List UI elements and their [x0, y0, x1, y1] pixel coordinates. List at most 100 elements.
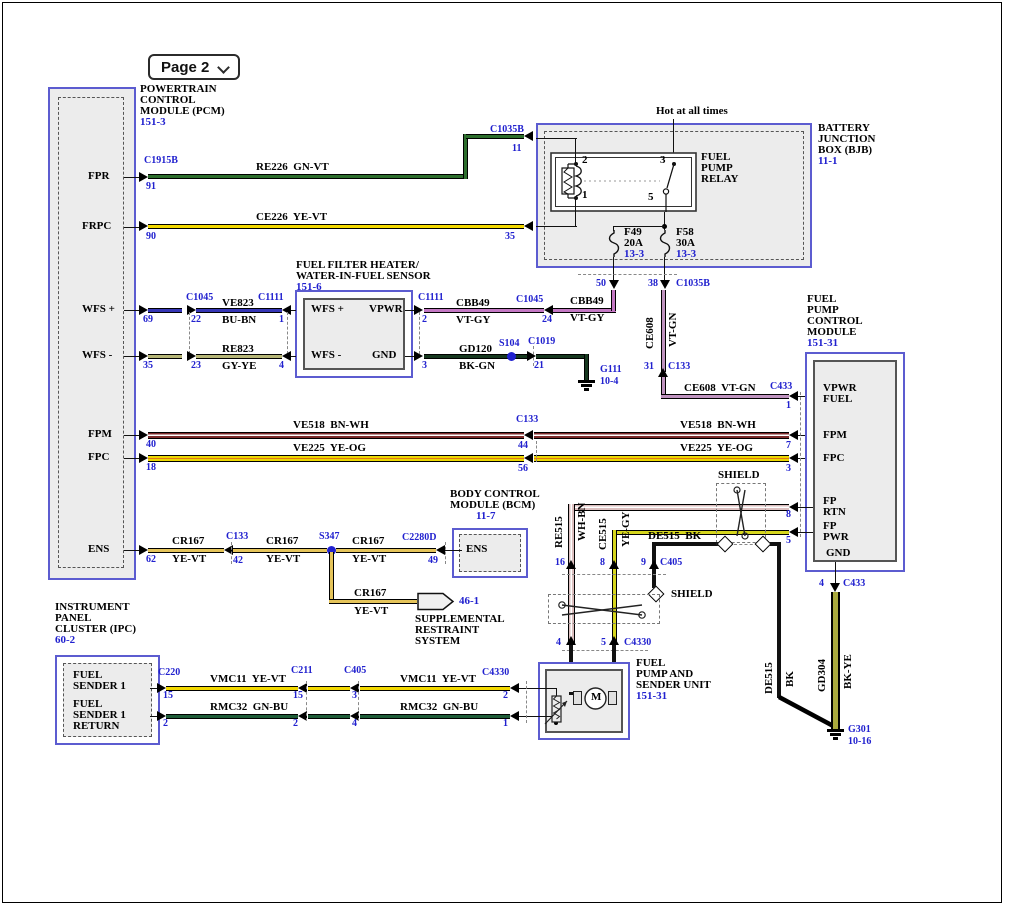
arrow-up-icon	[609, 636, 619, 645]
wire-label: VE518 BN-WH	[293, 419, 369, 431]
wire-cbb49	[553, 308, 616, 313]
pin-number: 7	[786, 440, 791, 451]
relay-pin: 3	[660, 154, 666, 166]
wire-label: GD304	[816, 659, 828, 692]
wire-label: VE518 BN-WH	[680, 419, 756, 431]
bjb-wire	[664, 257, 665, 280]
arrow-left-icon	[524, 221, 533, 231]
pin-number: 56	[518, 463, 528, 474]
bjb-wire	[613, 226, 665, 227]
arrow-down-icon	[660, 280, 670, 289]
bjb-wire	[613, 257, 614, 280]
pin-number: 5	[786, 535, 791, 546]
pin-number: 2	[293, 718, 298, 729]
wire-label: WH-BN	[576, 502, 588, 542]
wire-de515	[652, 542, 719, 546]
wire-re823	[196, 354, 282, 359]
fpcm-term: FPM	[823, 429, 847, 441]
arrow-left-icon	[789, 430, 798, 440]
wire-gd304	[831, 592, 840, 729]
page-border	[2, 2, 1002, 903]
pin-stub	[124, 310, 139, 311]
pump-internal-wire	[556, 688, 557, 696]
arrow-right-icon	[139, 221, 148, 231]
connector-dashed-line	[189, 312, 190, 354]
fpcm-term: FUEL	[823, 393, 853, 405]
wire-re226	[148, 174, 466, 179]
arrow-left-icon	[524, 453, 533, 463]
wire-label: VE823	[222, 297, 254, 309]
bjb-title: BOX (BJB)	[818, 144, 873, 156]
ground-symbol-g111	[584, 388, 589, 391]
bcm-title: MODULE (BCM)	[450, 499, 536, 511]
fuse-f58-symbol	[659, 230, 671, 257]
pin-number: 4	[352, 718, 357, 729]
wire-label: RE226 GN-VT	[256, 161, 329, 173]
connector-label: C433	[843, 578, 866, 589]
wire-cr167	[233, 548, 327, 553]
wire-rmc32	[166, 714, 298, 719]
shield-label: SHIELD	[671, 588, 713, 600]
pump-title: FUEL	[636, 657, 666, 669]
pin-stub	[124, 356, 139, 357]
pin-number: 8	[786, 509, 791, 520]
arrow-up-icon	[609, 560, 619, 569]
pin-stub	[405, 310, 415, 311]
wire-ce608	[661, 377, 666, 398]
pin-stub	[150, 688, 157, 689]
relay-pin: 1	[582, 189, 588, 201]
srs-label: RESTRAINT	[415, 624, 480, 636]
wire-re823	[148, 354, 182, 359]
pcm-page-ref: 151-3	[140, 116, 166, 128]
twisted-pair-symbol	[733, 486, 749, 540]
arrow-right-icon	[157, 683, 166, 693]
connector-label: C1915B	[144, 155, 178, 166]
wire-label: CR167	[354, 587, 387, 599]
wire-label: VE225 YE-OG	[680, 442, 753, 454]
motor-brush	[608, 691, 617, 705]
wire-vmc11	[166, 686, 298, 691]
bjb-wire	[575, 198, 576, 227]
shield-dashed-box	[716, 483, 766, 543]
wire-cr167	[329, 552, 334, 602]
relay-pin: 5	[648, 191, 654, 203]
bcm-page-ref: 11-7	[476, 510, 496, 522]
connector-label: C405	[344, 665, 367, 676]
wire-label: CR167	[266, 535, 299, 547]
ipc-term: FUEL	[73, 698, 103, 710]
wire-label: CBB49	[456, 297, 490, 309]
wire-ve823	[148, 308, 182, 313]
pcm-inner	[58, 97, 124, 568]
wire-label: BU-BN	[222, 314, 257, 326]
bjb-wire	[613, 226, 614, 231]
motor-letter: M	[591, 691, 602, 703]
page-selector[interactable]: Page 2	[148, 54, 240, 80]
arrow-left-icon	[282, 305, 291, 315]
sensor-term: WFS -	[311, 349, 342, 361]
pin-stub	[405, 356, 415, 357]
pin-number: 22	[191, 314, 201, 325]
connector-label: C1035B	[490, 124, 524, 135]
splice-label: S347	[319, 531, 340, 542]
ground-symbol-g301	[827, 729, 844, 732]
connector-label: C211	[291, 665, 313, 676]
wire-re226	[463, 134, 468, 179]
pin-number: 21	[534, 360, 544, 371]
arrow-right-icon	[527, 351, 536, 361]
wire-label: YE-VT	[352, 553, 387, 565]
pin-number: 15	[163, 690, 173, 701]
arrow-left-icon	[789, 527, 798, 537]
pin-stub	[124, 435, 139, 436]
connector-label: C4330	[482, 667, 510, 678]
fpcm-term: FP	[823, 520, 837, 532]
fuse-f49-symbol	[608, 230, 620, 257]
wire-label: CE608 VT-GN	[684, 382, 756, 394]
pin-number: 3	[422, 360, 427, 371]
wire-label: BK	[784, 671, 796, 687]
srs-label: SUPPLEMENTAL	[415, 613, 505, 625]
bcm-inner	[459, 534, 521, 572]
pump-internal-wire	[569, 692, 575, 695]
wire-re226	[466, 134, 524, 139]
wire-label: CE515	[597, 518, 609, 550]
srs-label: SYSTEM	[415, 635, 461, 647]
